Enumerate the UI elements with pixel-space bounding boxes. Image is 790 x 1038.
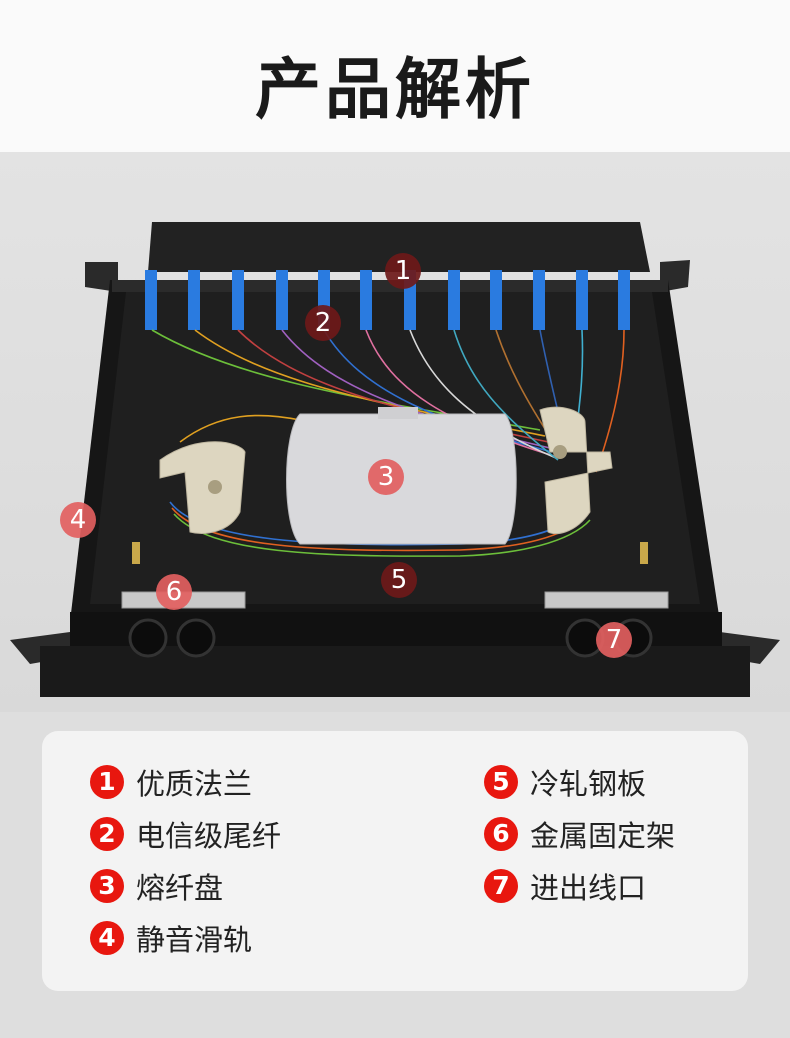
marker-5: 5 xyxy=(381,562,417,598)
legend-number: 2 xyxy=(90,817,124,851)
legend-item: 2 电信级尾纤 xyxy=(90,816,282,853)
legend-label: 金属固定架 xyxy=(530,819,676,853)
legend-number: 5 xyxy=(484,765,518,799)
header: 产品解析 xyxy=(0,0,790,152)
marker-4: 4 xyxy=(60,502,96,538)
legend-item: 6 金属固定架 xyxy=(484,816,676,853)
marker-7: 7 xyxy=(596,622,632,658)
legend-label: 熔纤盘 xyxy=(136,871,224,905)
legend-item: 1 优质法兰 xyxy=(90,764,253,801)
legend-item: 7 进出线口 xyxy=(484,868,647,905)
legend-panel: 1 优质法兰 2 电信级尾纤 3 熔纤盘 4 静音滑轨 5 冷轧钢板 6 金属固… xyxy=(42,731,748,991)
legend-number: 6 xyxy=(484,817,518,851)
marker-6: 6 xyxy=(156,574,192,610)
legend-label: 静音滑轨 xyxy=(136,923,253,957)
marker-3: 3 xyxy=(368,459,404,495)
page-title: 产品解析 xyxy=(255,51,535,128)
legend-label: 冷轧钢板 xyxy=(530,767,647,801)
legend-number: 7 xyxy=(484,869,518,903)
legend-item: 3 熔纤盘 xyxy=(90,868,224,905)
legend-item: 5 冷轧钢板 xyxy=(484,764,647,801)
marker-2: 2 xyxy=(305,305,341,341)
marker-1: 1 xyxy=(385,253,421,289)
legend-number: 3 xyxy=(90,869,124,903)
legend-label: 进出线口 xyxy=(530,871,647,905)
legend-label: 电信级尾纤 xyxy=(136,819,282,853)
legend-number: 4 xyxy=(90,921,124,955)
legend-number: 1 xyxy=(90,765,124,799)
product-photo: 1 2 3 4 5 6 7 xyxy=(0,152,790,712)
legend-label: 优质法兰 xyxy=(136,767,253,801)
fiber-enclosure-illustration xyxy=(10,222,780,697)
legend-item: 4 静音滑轨 xyxy=(90,920,253,957)
